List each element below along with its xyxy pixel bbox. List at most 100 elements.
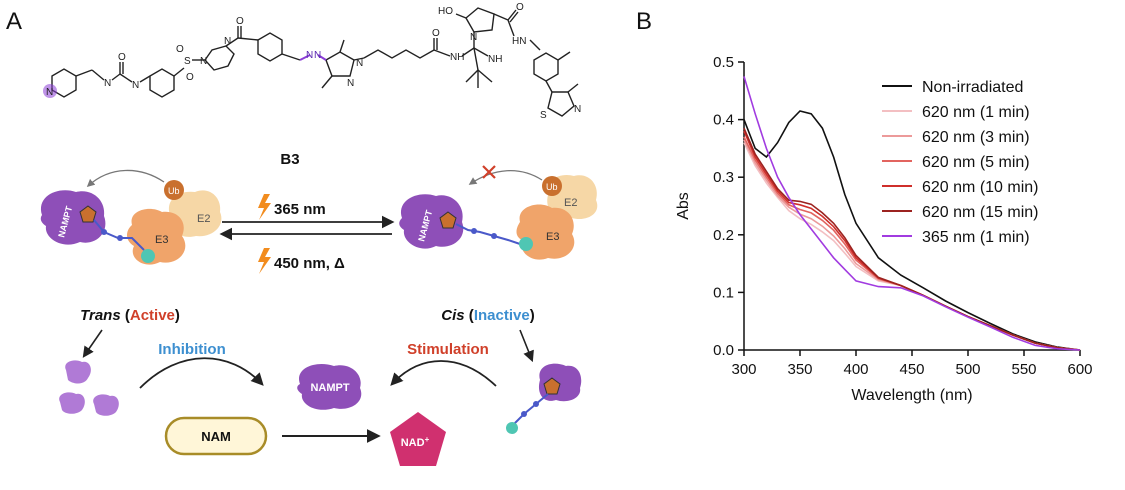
x-tick-label: 450 xyxy=(899,361,924,378)
panel-a-schematic: N N N N O N S O O N N O N N O NH N NH HO… xyxy=(40,2,598,466)
cis-state-label: Cis (Inactive) xyxy=(441,307,534,324)
atom-n-pyrazole-2: N xyxy=(356,58,363,69)
y-tick-label: 0.4 xyxy=(713,112,734,129)
linker-right xyxy=(455,223,521,245)
cis-bound-nampt xyxy=(506,363,582,434)
atom-labels: N N O N S O O N N O N N O NH N NH HO O H… xyxy=(46,2,581,121)
ternary-complex-trans: E2 E3 Ub NAMPT xyxy=(40,169,222,265)
inhibition-label: Inhibition xyxy=(158,341,225,358)
nampt-shape-center xyxy=(297,364,362,410)
trans-down-arrow xyxy=(82,329,103,358)
ub-label-right: Ub xyxy=(546,182,558,192)
trans-state-label: Trans (Active) xyxy=(80,307,180,324)
atom-n-proline: N xyxy=(470,32,477,43)
x-axis-label: Wavelength (nm) xyxy=(851,387,972,404)
linker-node-right-2 xyxy=(491,233,497,239)
series-line-620-nm-1-min xyxy=(743,142,1081,351)
nam-pill xyxy=(164,416,268,456)
atom-n-thiazole: N xyxy=(574,104,581,115)
atom-n-piperazine-2: N xyxy=(224,36,231,47)
atom-ho: HO xyxy=(438,6,453,17)
stimulation-label: Stimulation xyxy=(407,341,489,358)
pyridine-n-highlight xyxy=(43,84,57,98)
nad-label: NAD+ xyxy=(401,435,430,449)
atom-o-proline: O xyxy=(516,2,524,13)
series-line-620-nm-15-min xyxy=(743,127,1081,351)
nampt-shape-right xyxy=(399,194,464,249)
y-axis-label: Abs xyxy=(675,192,692,220)
ub-circle-right xyxy=(542,176,562,196)
cis-inactive-word: Inactive xyxy=(474,307,530,324)
bolt-icon-forward xyxy=(258,194,271,220)
x-tick-label: 600 xyxy=(1067,361,1092,378)
atom-nh-imine: NH xyxy=(488,54,502,65)
reverse-light-label: 450 nm, Δ xyxy=(274,255,345,272)
teal-ligand-right xyxy=(519,237,533,251)
series-line-620-nm-10-min xyxy=(743,130,1081,351)
azo-n2: N xyxy=(314,50,321,61)
y-tick-label: 0.0 xyxy=(713,342,734,359)
legend-label: 620 nm (15 min) xyxy=(922,204,1039,221)
atom-n-urea-1: N xyxy=(104,78,111,89)
nad-superscript: + xyxy=(425,435,430,444)
linker-node-left-1 xyxy=(101,229,107,235)
atom-n-pyridine: N xyxy=(46,87,53,98)
trans-word: Trans xyxy=(80,307,121,324)
stimulation-arrow xyxy=(390,360,497,387)
atom-o-amide: O xyxy=(432,28,440,39)
cis-word: Cis xyxy=(441,307,464,324)
series-line-365-nm-1-min xyxy=(743,76,1081,351)
pentagon-ligand-left xyxy=(79,205,97,223)
pentagon-ligand-right xyxy=(439,211,457,229)
y-tick-label: 0.1 xyxy=(713,284,734,301)
nampt-shape-left xyxy=(40,190,106,245)
bolt-icon-reverse xyxy=(258,248,271,274)
trans-active-word: Active xyxy=(130,307,175,324)
atom-n-piperazine-1: N xyxy=(200,56,207,67)
ubiquitin-transfer-arrow-left xyxy=(86,169,165,188)
atom-n-pyrazole-1: N xyxy=(347,78,354,89)
nad-text: NAD xyxy=(401,437,425,449)
atom-nh-amide: NH xyxy=(450,52,464,63)
atom-o-sulfonyl-1: O xyxy=(176,44,184,55)
atom-o-urea: O xyxy=(118,52,126,63)
inhibition-arrow xyxy=(139,357,264,389)
y-tick-label: 0.5 xyxy=(713,54,734,71)
ternary-complex-cis: E2 E3 Ub NAMPT xyxy=(399,165,598,260)
cis-down-arrow xyxy=(519,329,534,363)
nampt-label-center: NAMPT xyxy=(310,382,349,394)
ub-circle-left xyxy=(164,180,184,200)
e3-label-left: E3 xyxy=(155,234,168,246)
blocked-x-icon xyxy=(482,165,496,179)
series-line-620-nm-3-min xyxy=(743,139,1081,351)
x-tick-label: 300 xyxy=(731,361,756,378)
legend-label: Non-irradiated xyxy=(922,79,1023,96)
y-tick-label: 0.2 xyxy=(713,227,734,244)
atom-o-ketone: O xyxy=(236,16,244,27)
legend-label: 365 nm (1 min) xyxy=(922,229,1030,246)
x-tick-label: 550 xyxy=(1011,361,1036,378)
linker-node-left-2 xyxy=(117,235,123,241)
azo-bond: N N xyxy=(299,50,327,61)
legend-label: 620 nm (5 min) xyxy=(922,154,1030,171)
e3-label-right: E3 xyxy=(546,231,559,243)
nam-label: NAM xyxy=(201,429,231,444)
ub-label-left: Ub xyxy=(168,186,180,196)
linker-node-right-1 xyxy=(471,228,477,234)
chart-legend: Non-irradiated 620 nm (1 min) 620 nm (3 mi… xyxy=(882,79,1039,246)
series-line-620-nm-5-min xyxy=(743,136,1081,351)
series-line-non-irradiated xyxy=(743,110,1081,351)
panel-letter-a: A xyxy=(6,8,23,35)
degraded-nampt-fragments xyxy=(59,360,119,416)
teal-ligand-left xyxy=(141,249,155,263)
x-tick-label: 500 xyxy=(955,361,980,378)
e3-shape-left xyxy=(127,208,186,265)
equilibrium-arrows: 365 nm 450 nm, Δ xyxy=(219,194,395,274)
chemical-structure xyxy=(51,7,579,117)
legend-label: 620 nm (1 min) xyxy=(922,104,1030,121)
legend-label: 620 nm (3 min) xyxy=(922,129,1030,146)
atom-hn-benzyl: HN xyxy=(512,36,526,47)
x-tick-label: 400 xyxy=(843,361,868,378)
chart-series xyxy=(743,76,1081,351)
e2-label-right: E2 xyxy=(564,197,577,209)
